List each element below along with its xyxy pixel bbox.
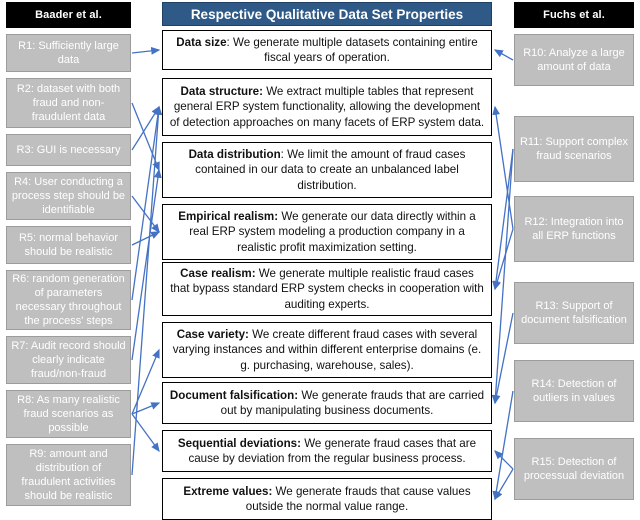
requirement-box-r6[interactable]: R6: random generation of parameters nece… bbox=[6, 270, 131, 330]
requirement-label: R1: Sufficiently large data bbox=[18, 39, 119, 66]
property-description: We generate frauds that are carried out … bbox=[220, 388, 485, 417]
property-description: We generate multiple datasets containing… bbox=[233, 35, 478, 64]
connector-line bbox=[493, 228, 514, 291]
connector-line bbox=[492, 312, 514, 405]
requirement-box-r9[interactable]: R9: amount and distribution of fraudulen… bbox=[6, 444, 131, 506]
property-description: We extract multiple tables that represen… bbox=[169, 85, 485, 129]
property-description: We generate frauds that cause values out… bbox=[245, 484, 471, 513]
requirement-box-r2[interactable]: R2: dataset with both fraud and non-frau… bbox=[6, 78, 131, 128]
requirement-label: R15: Detection of processual deviation bbox=[523, 455, 625, 482]
property-term: Case realism: bbox=[180, 267, 256, 281]
property-text: Document falsification: We generate frau… bbox=[169, 388, 485, 419]
requirement-label: R9: amount and distribution of fraudulen… bbox=[21, 447, 116, 503]
requirement-box-r11[interactable]: R11: Support complex fraud scenarios bbox=[514, 116, 634, 182]
requirement-label: R14: Detection of outliers in values bbox=[531, 377, 617, 404]
requirement-label: R13: Support of document falsification bbox=[521, 299, 627, 326]
requirement-box-r1[interactable]: R1: Sufficiently large data bbox=[6, 34, 131, 72]
connector-line bbox=[493, 49, 514, 61]
requirement-label: R8: As many realistic fraud scenarios as… bbox=[17, 393, 120, 435]
property-text: Case realism: We generate multiple reali… bbox=[169, 266, 485, 312]
requirement-label: R4: User conducting a process step shoul… bbox=[11, 175, 126, 217]
property-text: Empirical realism: We generate our data … bbox=[169, 209, 485, 255]
connector-line bbox=[131, 105, 160, 151]
property-term: Document falsification: bbox=[169, 388, 299, 402]
property-box-p2[interactable]: Data structure: We extract multiple tabl… bbox=[162, 78, 492, 136]
requirement-box-r4[interactable]: R4: User conducting a process step shoul… bbox=[6, 172, 131, 220]
connector-line bbox=[131, 231, 161, 246]
requirement-label: R6: random generation of parameters nece… bbox=[12, 272, 125, 328]
requirement-label: R11: Support complex fraud scenarios bbox=[519, 135, 629, 162]
property-box-p3[interactable]: Data distribution: We limit the amount o… bbox=[162, 142, 492, 198]
requirement-box-r15[interactable]: R15: Detection of processual deviation bbox=[514, 438, 634, 500]
property-description: We generate fraud cases that are cause b… bbox=[188, 436, 477, 465]
connector-line bbox=[131, 195, 160, 234]
property-description: We generate multiple realistic fraud cas… bbox=[170, 267, 484, 311]
property-term: Data distribution bbox=[188, 148, 281, 162]
left-column-header: Baader et al. bbox=[6, 2, 131, 28]
connector-line bbox=[494, 450, 514, 470]
requirement-box-r3[interactable]: R3: GUI is necessary bbox=[6, 134, 131, 166]
requirement-label: R5: normal behavior should be realistic bbox=[18, 231, 119, 258]
property-text: Data distribution: We limit the amount o… bbox=[188, 148, 466, 192]
connector-line bbox=[131, 102, 160, 172]
requirement-box-r5[interactable]: R5: normal behavior should be realistic bbox=[6, 226, 131, 264]
requirement-box-r7[interactable]: R7: Audit record should clearly indicate… bbox=[6, 336, 131, 384]
connector-line bbox=[131, 105, 162, 301]
property-text: Extreme values: We generate frauds that … bbox=[169, 484, 485, 515]
connector-line bbox=[131, 105, 163, 476]
property-text: Sequential deviations: We generate fraud… bbox=[169, 436, 485, 467]
property-term: Data size bbox=[176, 35, 227, 49]
property-description: We create different fraud cases with sev… bbox=[172, 328, 482, 372]
connector-line bbox=[131, 413, 160, 453]
property-box-p9[interactable]: Extreme values: We generate frauds that … bbox=[162, 478, 492, 520]
property-term: Sequential deviations: bbox=[177, 436, 301, 450]
connector-line bbox=[492, 390, 514, 501]
connector-line bbox=[492, 148, 514, 291]
requirement-label: R3: GUI is necessary bbox=[16, 143, 121, 156]
property-text: Data size: We generate multiple datasets… bbox=[176, 35, 478, 64]
requirement-label: R12: Integration into all ERP functions bbox=[524, 215, 624, 242]
property-box-p4[interactable]: Empirical realism: We generate our data … bbox=[162, 204, 492, 260]
property-box-p6[interactable]: Case variety: We create different fraud … bbox=[162, 322, 492, 378]
connector-line bbox=[131, 348, 160, 415]
requirement-box-r14[interactable]: R14: Detection of outliers in values bbox=[514, 360, 634, 422]
requirement-label: R2: dataset with both fraud and non-frau… bbox=[16, 82, 121, 124]
property-term: Data structure: bbox=[180, 85, 263, 99]
requirement-label: R7: Audit record should clearly indicate… bbox=[11, 339, 126, 381]
property-text: Case variety: We create different fraud … bbox=[169, 327, 485, 373]
property-term: Empirical realism: bbox=[178, 210, 279, 224]
connector-line bbox=[494, 468, 514, 501]
requirement-label: R10: Analyze a large amount of data bbox=[523, 46, 625, 73]
requirement-box-r13[interactable]: R13: Support of document falsification bbox=[514, 282, 634, 344]
requirement-box-r8[interactable]: R8: As many realistic fraud scenarios as… bbox=[6, 390, 131, 438]
property-box-p5[interactable]: Case realism: We generate multiple reali… bbox=[162, 262, 492, 316]
property-box-p1[interactable]: Data size: We generate multiple datasets… bbox=[162, 30, 492, 70]
property-description: We limit the amount of fraud cases conta… bbox=[195, 148, 466, 192]
property-description: We generate our data directly within a r… bbox=[189, 210, 476, 254]
property-box-p8[interactable]: Sequential deviations: We generate fraud… bbox=[162, 430, 492, 472]
property-term: Extreme values: bbox=[183, 484, 273, 498]
center-column-header: Respective Qualitative Data Set Properti… bbox=[162, 2, 492, 26]
connector-line bbox=[131, 46, 161, 55]
right-column-header: Fuchs et al. bbox=[514, 2, 634, 28]
property-term: Case variety: bbox=[176, 328, 249, 342]
property-box-p7[interactable]: Document falsification: We generate frau… bbox=[162, 382, 492, 424]
connector-line bbox=[131, 168, 162, 361]
property-text: Data structure: We extract multiple tabl… bbox=[169, 84, 485, 130]
requirement-box-r12[interactable]: R12: Integration into all ERP functions bbox=[514, 196, 634, 262]
connector-line bbox=[131, 402, 161, 415]
requirement-box-r10[interactable]: R10: Analyze a large amount of data bbox=[514, 34, 634, 86]
connector-line bbox=[492, 105, 514, 230]
connector-line bbox=[491, 148, 514, 405]
